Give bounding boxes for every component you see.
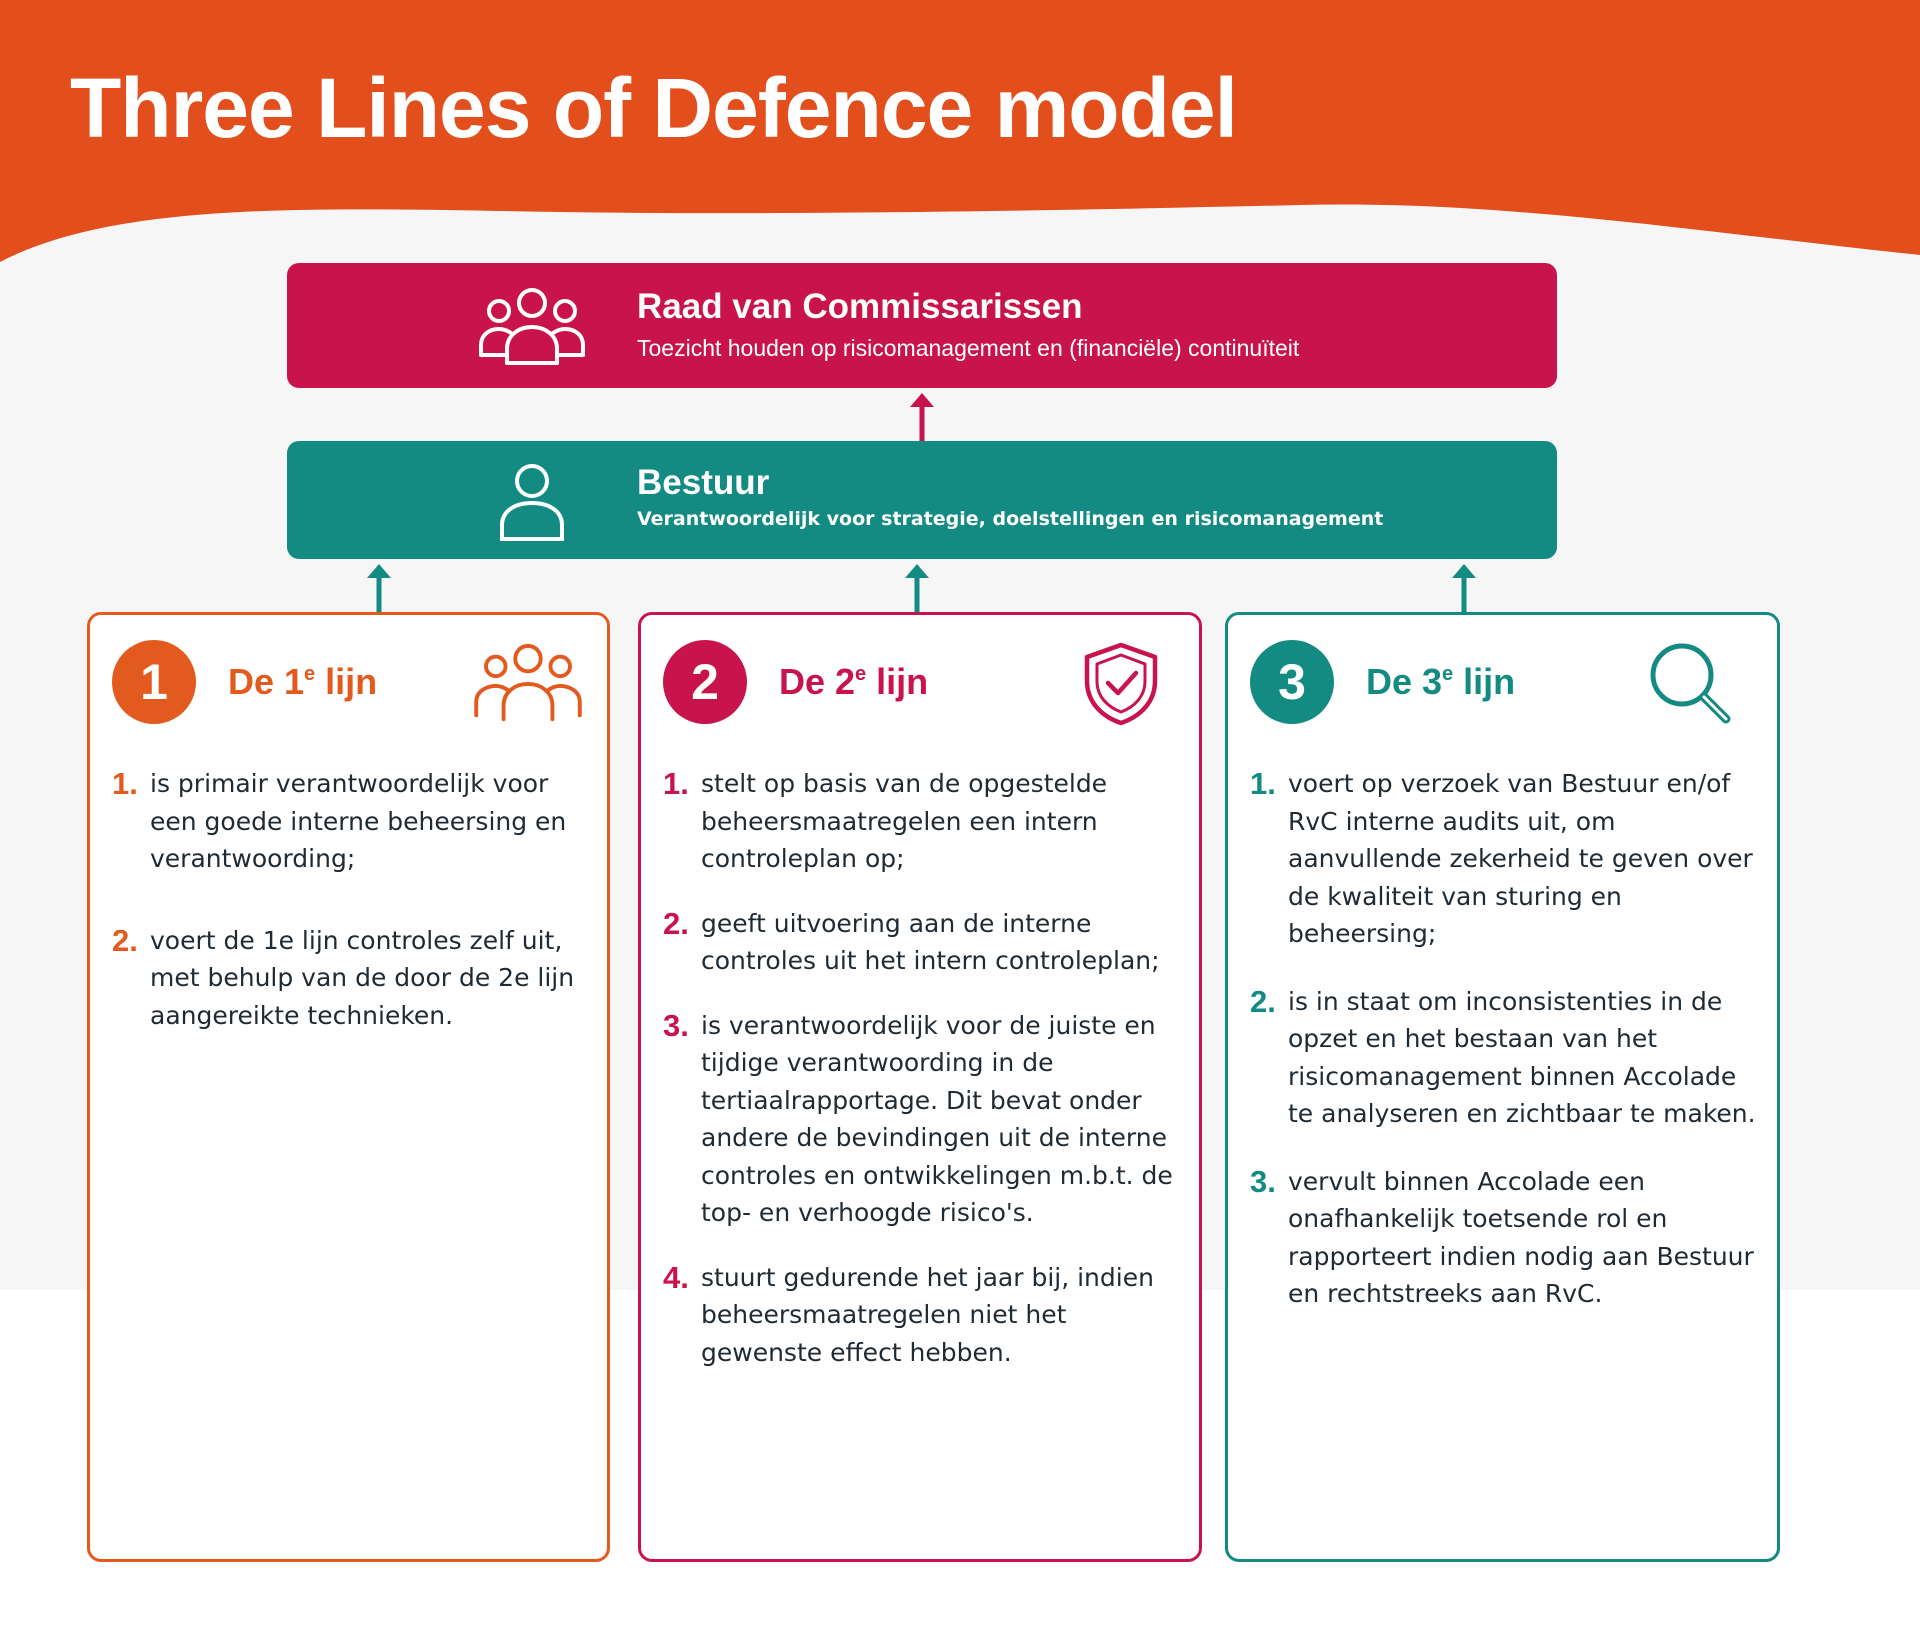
supervisory-board-subtitle: Toezicht houden op risicomanagement en (… <box>637 335 1300 361</box>
first-line-card: 1 De 1e lijn 1.is primair verantwoordeli… <box>87 612 610 1562</box>
list-item: 4.stuurt gedurende het jaar bij, indien … <box>663 1259 1154 1367</box>
magnifier-icon <box>1650 643 1731 724</box>
supervisory-board-title: Raad van Commissarissen <box>637 287 1083 326</box>
arrow-up-teal-3 <box>1452 564 1476 612</box>
third-line-header: 3 De 3e lijn <box>1228 615 1777 741</box>
third-line-card: 3 De 3e lijn 1.voert op verzoek van Best… <box>1225 612 1780 1562</box>
second-line-header: 2 De 2e lijn <box>641 615 1199 741</box>
first-line-header: 1 De 1e lijn <box>90 615 607 741</box>
list-item: 2.is in staat om inconsistenties in de o… <box>1250 983 1756 1129</box>
list-item: 2.voert de 1e lijn controles zelf uit, m… <box>112 922 575 1030</box>
list-item: 3.vervult binnen Accolade een onafhankel… <box>1250 1163 1754 1309</box>
second-line-number-badge: 2 <box>663 640 747 724</box>
board-box: Bestuur Verantwoordelijk voor strategie,… <box>287 441 1557 559</box>
arrow-up-magenta <box>910 393 934 441</box>
board-subtitle: Verantwoordelijk voor strategie, doelste… <box>637 508 1384 530</box>
list-item: 2.geeft uitvoering aan de interne contro… <box>663 905 1160 976</box>
third-line-number-badge: 3 <box>1250 640 1334 724</box>
board-title: Bestuur <box>637 463 770 502</box>
group-icon <box>474 643 582 722</box>
page-title: Three Lines of Defence model <box>70 61 1238 155</box>
list-item: 1.voert op verzoek van Bestuur en/of RvC… <box>1250 766 1753 948</box>
list-item: 1.stelt op basis van de opgestelde behee… <box>663 766 1108 873</box>
shield-check-icon <box>1084 642 1158 726</box>
arrow-up-teal-1 <box>367 564 391 612</box>
person-icon <box>500 464 564 541</box>
arrow-up-teal-2 <box>905 564 929 612</box>
supervisory-board-box: Raad van Commissarissen Toezicht houden … <box>287 263 1557 388</box>
group-icon <box>479 288 585 365</box>
list-item: 3.is verantwoordelijk voor de juiste en … <box>663 1007 1173 1228</box>
first-line-number-badge: 1 <box>112 640 196 724</box>
second-line-card: 2 De 2e lijn 1.stelt op basis van de opg… <box>638 612 1202 1562</box>
list-item: 1.is primair verantwoordelijk voor een g… <box>112 766 567 873</box>
first-line-title: De 1e lijn <box>228 661 378 702</box>
third-line-title: De 3e lijn <box>1366 661 1516 702</box>
second-line-title: De 2e lijn <box>779 661 929 702</box>
